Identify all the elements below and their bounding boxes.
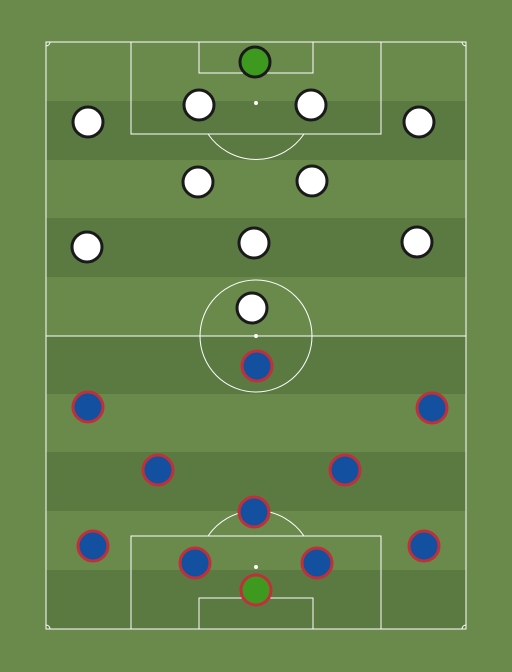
player-top-left-winger[interactable]	[70, 230, 104, 264]
center-circle	[199, 279, 313, 393]
pitch-stripe	[46, 101, 466, 160]
top-penalty-arc	[207, 133, 305, 160]
pitch-markings	[45, 41, 467, 630]
corner-arc-top-left	[45, 41, 51, 47]
player-bottom-left-wide-forward[interactable]	[71, 390, 105, 424]
player-bottom-right-center-back[interactable]	[300, 546, 334, 580]
top-penalty-spot	[254, 101, 258, 105]
bottom-penalty-spot	[254, 565, 258, 569]
player-top-right-back[interactable]	[402, 105, 436, 139]
player-bottom-sweeper[interactable]	[237, 495, 271, 529]
center-spot	[254, 334, 258, 338]
player-top-right-defensive-midfielder[interactable]	[295, 164, 329, 198]
corner-arc-bottom-left	[45, 624, 51, 630]
corner-arc-top-right	[461, 41, 467, 47]
players-layer	[70, 45, 449, 607]
player-top-attacking-midfielder[interactable]	[237, 226, 271, 260]
player-bottom-left-wing-back[interactable]	[76, 529, 110, 563]
corner-arc-bottom-right	[461, 624, 467, 630]
player-bottom-left-center-back[interactable]	[178, 546, 212, 580]
player-bottom-goalkeeper[interactable]	[239, 573, 273, 607]
player-top-striker[interactable]	[235, 291, 269, 325]
player-top-left-center-back[interactable]	[182, 88, 216, 122]
player-top-goalkeeper[interactable]	[238, 45, 272, 79]
player-top-right-center-back[interactable]	[294, 88, 328, 122]
player-top-left-defensive-midfielder[interactable]	[181, 165, 215, 199]
player-bottom-right-wing-back[interactable]	[407, 529, 441, 563]
player-bottom-striker[interactable]	[240, 349, 274, 383]
player-top-right-winger[interactable]	[400, 225, 434, 259]
player-bottom-right-midfielder[interactable]	[328, 453, 362, 487]
player-top-left-back[interactable]	[71, 105, 105, 139]
player-bottom-right-wide-forward[interactable]	[415, 391, 449, 425]
player-bottom-left-midfielder[interactable]	[141, 453, 175, 487]
